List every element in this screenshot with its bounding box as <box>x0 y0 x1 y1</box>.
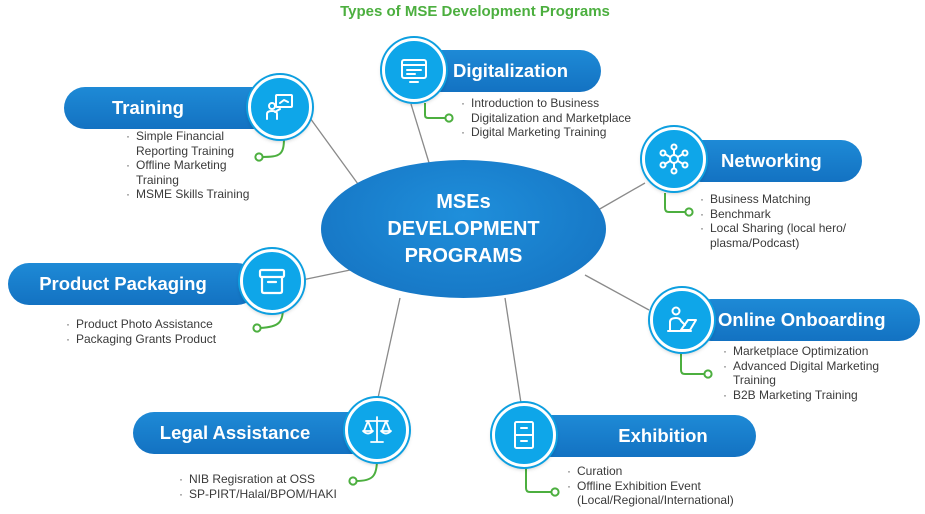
presentation-icon <box>266 94 293 120</box>
diagram-title: Types of MSE Development Programs <box>340 3 610 20</box>
legal-assistance-list: NIB Regisration at OSS SP-PIRT/Halal/BPO… <box>179 472 359 501</box>
monitor-icon <box>401 59 427 83</box>
product-packaging-list: Product Photo Assistance Packaging Grant… <box>66 317 256 346</box>
pill-legal-assistance: Legal Assistance <box>133 412 373 454</box>
list-item: Business Matching <box>700 192 875 207</box>
list-item: NIB Regisration at OSS <box>179 472 359 487</box>
networking-list: Business Matching Benchmark Local Sharin… <box>700 192 875 250</box>
list-item: Advanced Digital Marketing Training <box>723 359 903 388</box>
product-packaging-label: Product Packaging <box>39 273 207 294</box>
list-item: B2B Marketing Training <box>723 388 903 403</box>
person-laptop-icon <box>667 306 697 332</box>
connector-digitalization <box>424 103 446 119</box>
training-label: Training <box>112 97 184 118</box>
spoke-networking <box>597 182 646 211</box>
spoke-digitalization <box>410 103 431 167</box>
spoke-online-onboarding <box>584 274 650 311</box>
pill-exhibition: Exhibition <box>530 415 756 457</box>
spoke-exhibition <box>504 297 522 404</box>
connector-online-onboarding <box>680 352 705 375</box>
scales-icon <box>362 416 392 443</box>
spoke-legal-assistance <box>377 297 401 399</box>
networking-icon-circle <box>642 127 706 191</box>
list-item: Benchmark <box>700 207 875 222</box>
connector-networking <box>664 193 686 213</box>
exhibition-icon-circle <box>492 403 556 467</box>
list-item: Product Photo Assistance <box>66 317 256 332</box>
pill-product-packaging: Product Packaging <box>8 263 258 305</box>
center-line-3: PROGRAMS <box>404 244 523 267</box>
pill-digitalization: Digitalization <box>420 50 601 92</box>
legal-assistance-label: Legal Assistance <box>159 422 311 443</box>
pill-online-onboarding: Online Onboarding <box>690 299 920 341</box>
product-packaging-icon-circle <box>240 249 304 313</box>
digitalization-label: Digitalization <box>453 60 569 81</box>
connector-exhibition <box>525 467 552 493</box>
list-item: Simple Financial Reporting Training <box>126 129 256 158</box>
online-onboarding-label: Online Onboarding <box>718 309 886 330</box>
list-item: Packaging Grants Product <box>66 332 256 347</box>
digitalization-list: Introduction to Business Digitalization … <box>461 96 666 140</box>
center-ellipse: MSEs DEVELOPMENT PROGRAMS <box>321 160 606 298</box>
spoke-product-packaging <box>301 268 356 281</box>
exhibition-label: Exhibition <box>618 425 708 446</box>
connector-training <box>261 137 285 158</box>
list-item: Introduction to Business Digitalization … <box>461 96 666 125</box>
training-list: Simple Financial Reporting Training Offl… <box>126 129 256 202</box>
list-item: Marketplace Optimization <box>723 344 903 359</box>
legal-assistance-icon-circle <box>345 398 409 462</box>
online-onboarding-list: Marketplace Optimization Advanced Digita… <box>723 344 903 402</box>
list-item: Digital Marketing Training <box>461 125 666 140</box>
training-icon-circle <box>248 75 312 139</box>
connector-legal-assistance <box>355 458 378 482</box>
list-item: Curation <box>567 464 782 479</box>
list-item: SP-PIRT/Halal/BPOM/HAKI <box>179 487 359 502</box>
box-icon <box>258 268 286 295</box>
exhibition-list: Curation Offline Exhibition Event (Local… <box>567 464 782 508</box>
networking-label: Networking <box>721 150 822 171</box>
list-item: MSME Skills Training <box>126 187 256 202</box>
list-item: Local Sharing (local hero/ plasma/Podcas… <box>700 221 875 250</box>
cabinet-icon <box>514 421 534 449</box>
digitalization-icon-circle <box>382 38 446 102</box>
list-item: Offline Marketing Training <box>126 158 256 187</box>
pill-networking: Networking <box>680 140 862 182</box>
spoke-training <box>309 117 359 185</box>
network-icon <box>659 143 689 175</box>
online-onboarding-icon-circle <box>650 288 714 352</box>
center-line-2: DEVELOPMENT <box>387 217 540 240</box>
list-item: Offline Exhibition Event (Local/Regional… <box>567 479 782 508</box>
center-line-1: MSEs <box>436 190 491 213</box>
